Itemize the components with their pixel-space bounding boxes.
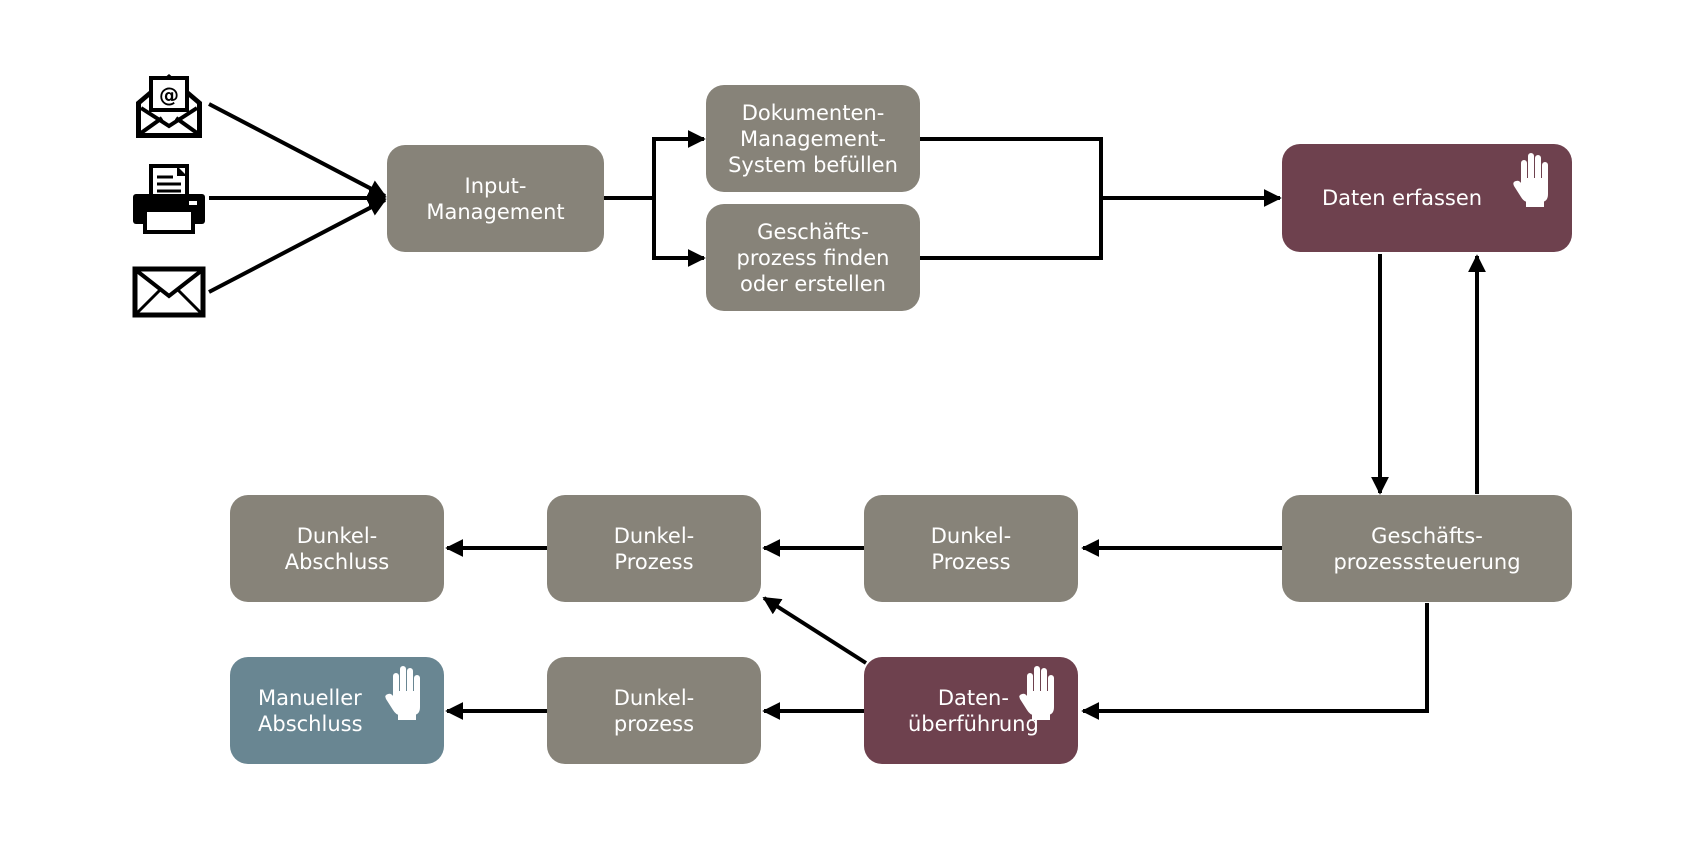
node-label: Daten erfassen: [1322, 186, 1483, 210]
node-label: Dokumenten- Management- System befüllen: [728, 100, 898, 177]
line-dms-to-merge: [920, 137, 1103, 260]
node-manual-close: Manueller Abschluss: [230, 657, 444, 764]
arrow-input-to-dms: [652, 130, 706, 198]
svg-text:@: @: [159, 83, 179, 107]
node-label: Dunkel- Prozess: [930, 523, 1012, 574]
fax-machine-icon: [133, 164, 205, 234]
node-label: Daten- überführung: [908, 685, 1039, 736]
node-data-capture: Daten erfassen: [1282, 144, 1572, 252]
node-dark-process-mid: Dunkel- Prozess: [547, 495, 761, 602]
node-input-management: Input- Management: [387, 145, 604, 252]
node-dark-process-lower: Dunkel- prozess: [547, 657, 761, 764]
node-process-control: Geschäfts- prozesssteuerung: [1282, 495, 1572, 602]
node-label: Geschäfts- prozesssteuerung: [1333, 523, 1521, 574]
node-label: Dunkel- Prozess: [613, 523, 695, 574]
node-dark-process-right: Dunkel- Prozess: [864, 495, 1078, 602]
node-label: Dunkel- prozess: [613, 685, 695, 736]
arrow-email-to-input: [208, 102, 387, 198]
letter-envelope-icon: [132, 266, 206, 318]
arrow-input-to-business-process: [652, 198, 706, 267]
node-business-process: Geschäfts- prozess finden oder erstellen: [706, 204, 920, 311]
hand-icon: [1019, 666, 1054, 720]
hand-icon: [385, 666, 420, 720]
node-label: Manueller Abschluss: [258, 685, 363, 736]
node-dark-close: Dunkel- Abschluss: [230, 495, 444, 602]
arrow-letter-to-input: [208, 198, 387, 294]
node-label: Input- Management: [426, 173, 565, 224]
node-dms: Dokumenten- Management- System befüllen: [706, 85, 920, 192]
arrow-control-to-data-transfer: [1081, 603, 1429, 720]
node-label: Geschäfts- prozess finden oder erstellen: [736, 219, 890, 296]
arrow-data-transfer-to-dark-mid: [762, 596, 868, 665]
hand-icon: [1513, 153, 1548, 207]
node-label: Dunkel- Abschluss: [284, 523, 390, 574]
email-envelope-icon: @: [136, 74, 202, 138]
node-data-transfer: Daten- überführung: [864, 657, 1078, 764]
